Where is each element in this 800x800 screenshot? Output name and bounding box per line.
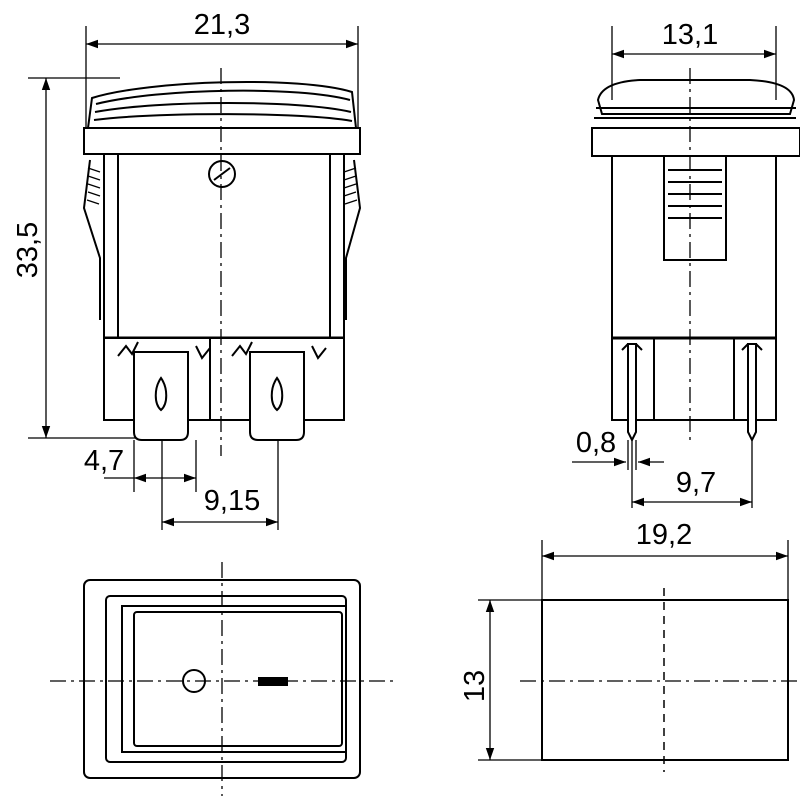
dim-pin-pitch: 9,7 <box>631 440 753 508</box>
front-view <box>82 68 362 456</box>
dim-front-width: 21,3 <box>85 9 359 128</box>
dim-pin-pitch-label: 9,7 <box>676 467 716 499</box>
dim-side-width: 13,1 <box>611 19 777 100</box>
dim-cutout-height-label: 13 <box>459 670 491 702</box>
dim-height: 33,5 <box>12 77 136 439</box>
side-view <box>591 68 800 443</box>
dim-cutout-width-label: 19,2 <box>636 519 692 551</box>
dim-side-width-label: 13,1 <box>662 19 718 51</box>
dim-terminal-pitch-label: 9,15 <box>204 485 260 517</box>
dim-height-label: 33,5 <box>12 222 44 278</box>
dim-cutout-width: 19,2 <box>541 519 789 600</box>
cutout-view <box>520 588 800 772</box>
dim-pin-width: 0,8 <box>572 427 664 470</box>
dim-front-width-label: 21,3 <box>194 9 250 41</box>
dim-terminal-offset-label: 4,7 <box>84 445 124 477</box>
dim-pin-width-label: 0,8 <box>576 427 616 459</box>
dim-terminal-offset: 4,7 <box>84 440 197 492</box>
dim-terminal-pitch: 9,15 <box>161 440 279 530</box>
dim-cutout-height: 13 <box>459 599 542 761</box>
top-view <box>50 562 396 796</box>
